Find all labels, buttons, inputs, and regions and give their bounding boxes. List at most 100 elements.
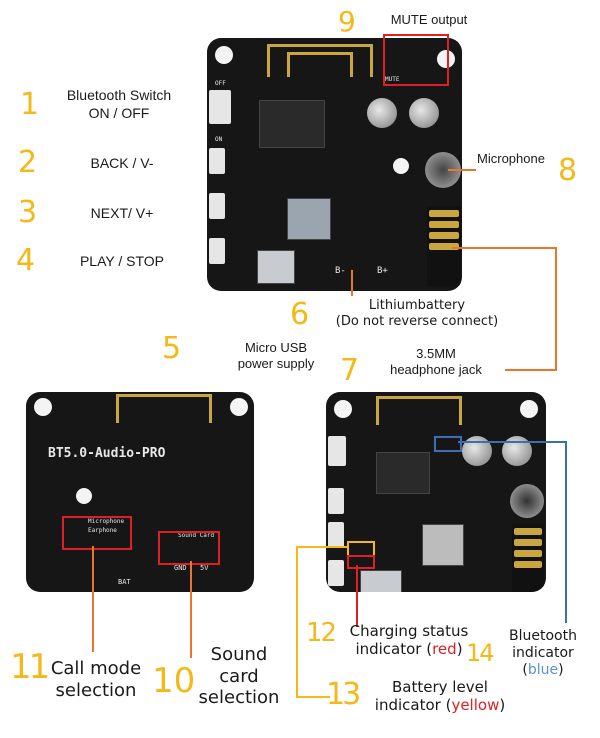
pcb-back: BT5.0-Audio-PRO Earphone Microphone Soun… xyxy=(26,392,254,592)
label-line: Sound xyxy=(210,644,268,665)
mount-hole xyxy=(520,400,538,418)
callout-label-9: MUTE output xyxy=(390,12,468,27)
headphone-jack xyxy=(512,524,544,592)
mount-hole xyxy=(76,488,92,504)
back-button[interactable] xyxy=(209,148,225,174)
bluetooth-switch[interactable] xyxy=(209,90,231,124)
back-button[interactable] xyxy=(328,488,344,514)
callout-number-10: 10 xyxy=(152,661,196,701)
callout-label-10: Sound card selection xyxy=(194,644,284,709)
callout-label-13: Battery level indicator (yellow) xyxy=(362,678,518,714)
callout-number-4: 4 xyxy=(16,243,36,278)
label-line: Bluetooth Switch xyxy=(66,87,172,103)
pcb-front-bottom xyxy=(326,392,546,592)
label-text: ) xyxy=(499,696,506,714)
label-line: 3.5MM xyxy=(416,346,456,361)
antenna-trace xyxy=(116,394,212,423)
audio-chip xyxy=(376,452,430,494)
antenna-trace xyxy=(376,396,462,425)
callout-number-1: 1 xyxy=(20,87,40,122)
callout-number-11: 11 xyxy=(10,647,50,687)
label-line: ON / OFF xyxy=(88,104,150,121)
label-line: Micro USB xyxy=(244,340,308,355)
leader-line-13 xyxy=(296,546,347,698)
charging-led-highlight xyxy=(347,555,375,569)
next-button[interactable] xyxy=(328,522,344,548)
callout-label-5: Micro USB power supply xyxy=(226,340,326,373)
pcb-front-top: OFF ON MUTE B- B+ xyxy=(207,38,462,291)
capacitor xyxy=(409,98,439,128)
sound-card-highlight xyxy=(158,531,220,565)
color-word-blue: blue xyxy=(527,661,559,678)
inductor xyxy=(422,524,464,566)
capacitor xyxy=(367,98,397,128)
label-text: indicator ( xyxy=(355,640,433,658)
b-plus-label: B+ xyxy=(377,266,388,276)
leader-line-7 xyxy=(452,247,557,371)
callout-number-2: 2 xyxy=(18,145,38,180)
label-line: (blue) xyxy=(500,662,586,679)
5v-label: 5V xyxy=(200,564,209,572)
inductor xyxy=(287,198,331,240)
callout-number-14: 14 xyxy=(466,639,495,667)
mute-label: MUTE xyxy=(385,76,400,83)
label-line: card xyxy=(219,665,259,687)
callout-label-11: Call mode selection xyxy=(46,658,146,701)
mount-hole xyxy=(34,398,52,416)
mount-hole xyxy=(393,158,409,174)
off-label: OFF xyxy=(215,80,226,87)
label-line: indicator (red) xyxy=(336,640,482,658)
microphone-label: Microphone xyxy=(88,518,125,525)
callout-number-7: 7 xyxy=(340,353,360,388)
b-minus-label: B- xyxy=(335,266,346,276)
label-line: selection xyxy=(198,687,280,709)
mute-output-highlight xyxy=(383,34,449,86)
label-text: ) xyxy=(456,640,463,658)
antenna-trace xyxy=(267,44,373,77)
mount-hole xyxy=(437,50,455,68)
microphone-component xyxy=(510,484,544,518)
bat-label: BAT xyxy=(118,578,131,586)
callout-label-12: Charging status indicator (red) xyxy=(336,622,482,658)
mount-hole xyxy=(334,400,352,418)
label-line: Lithiumbattery xyxy=(368,298,466,313)
label-line: Call mode xyxy=(50,658,142,679)
audio-chip xyxy=(259,100,325,148)
callout-number-12: 12 xyxy=(306,618,337,648)
mount-hole xyxy=(215,46,233,64)
gnd-label: GND xyxy=(174,564,187,572)
callout-label-1: Bluetooth Switch ON / OFF xyxy=(52,87,186,122)
callout-number-5: 5 xyxy=(162,331,182,366)
label-line: (Do not reverse connect) xyxy=(335,313,499,329)
callout-number-9: 9 xyxy=(338,5,356,38)
micro-usb-port xyxy=(360,570,402,592)
bluetooth-switch[interactable] xyxy=(328,436,346,466)
next-button[interactable] xyxy=(209,193,225,219)
bluetooth-led-highlight xyxy=(434,436,462,452)
headphone-jack xyxy=(427,206,461,286)
callout-label-3: NEXT/ V+ xyxy=(90,205,154,221)
model-label: BT5.0-Audio-PRO xyxy=(48,446,166,461)
label-line: indicator xyxy=(512,644,574,661)
call-mode-highlight xyxy=(62,516,132,550)
earphone-label: Earphone xyxy=(88,527,117,534)
micro-usb-port xyxy=(257,250,295,284)
label-line: selection xyxy=(55,679,137,701)
label-text: ) xyxy=(558,661,564,678)
on-label: ON xyxy=(215,136,223,143)
play-button[interactable] xyxy=(328,560,344,586)
label-line: power supply xyxy=(237,356,315,372)
sound-card-label: Sound Card xyxy=(178,532,215,539)
callout-label-7: 3.5MM headphone jack xyxy=(374,346,498,379)
callout-label-8: Microphone xyxy=(477,151,545,166)
label-line: Charging status xyxy=(349,622,469,640)
callout-label-6: Lithiumbattery (Do not reverse connect) xyxy=(322,298,512,329)
label-line: Battery level xyxy=(392,678,488,696)
play-button[interactable] xyxy=(209,238,225,264)
callout-label-4: PLAY / STOP xyxy=(79,253,165,269)
color-word-red: red xyxy=(432,640,457,658)
callout-number-8: 8 xyxy=(558,153,578,188)
mount-hole xyxy=(230,398,248,416)
label-line: headphone jack xyxy=(390,362,482,378)
